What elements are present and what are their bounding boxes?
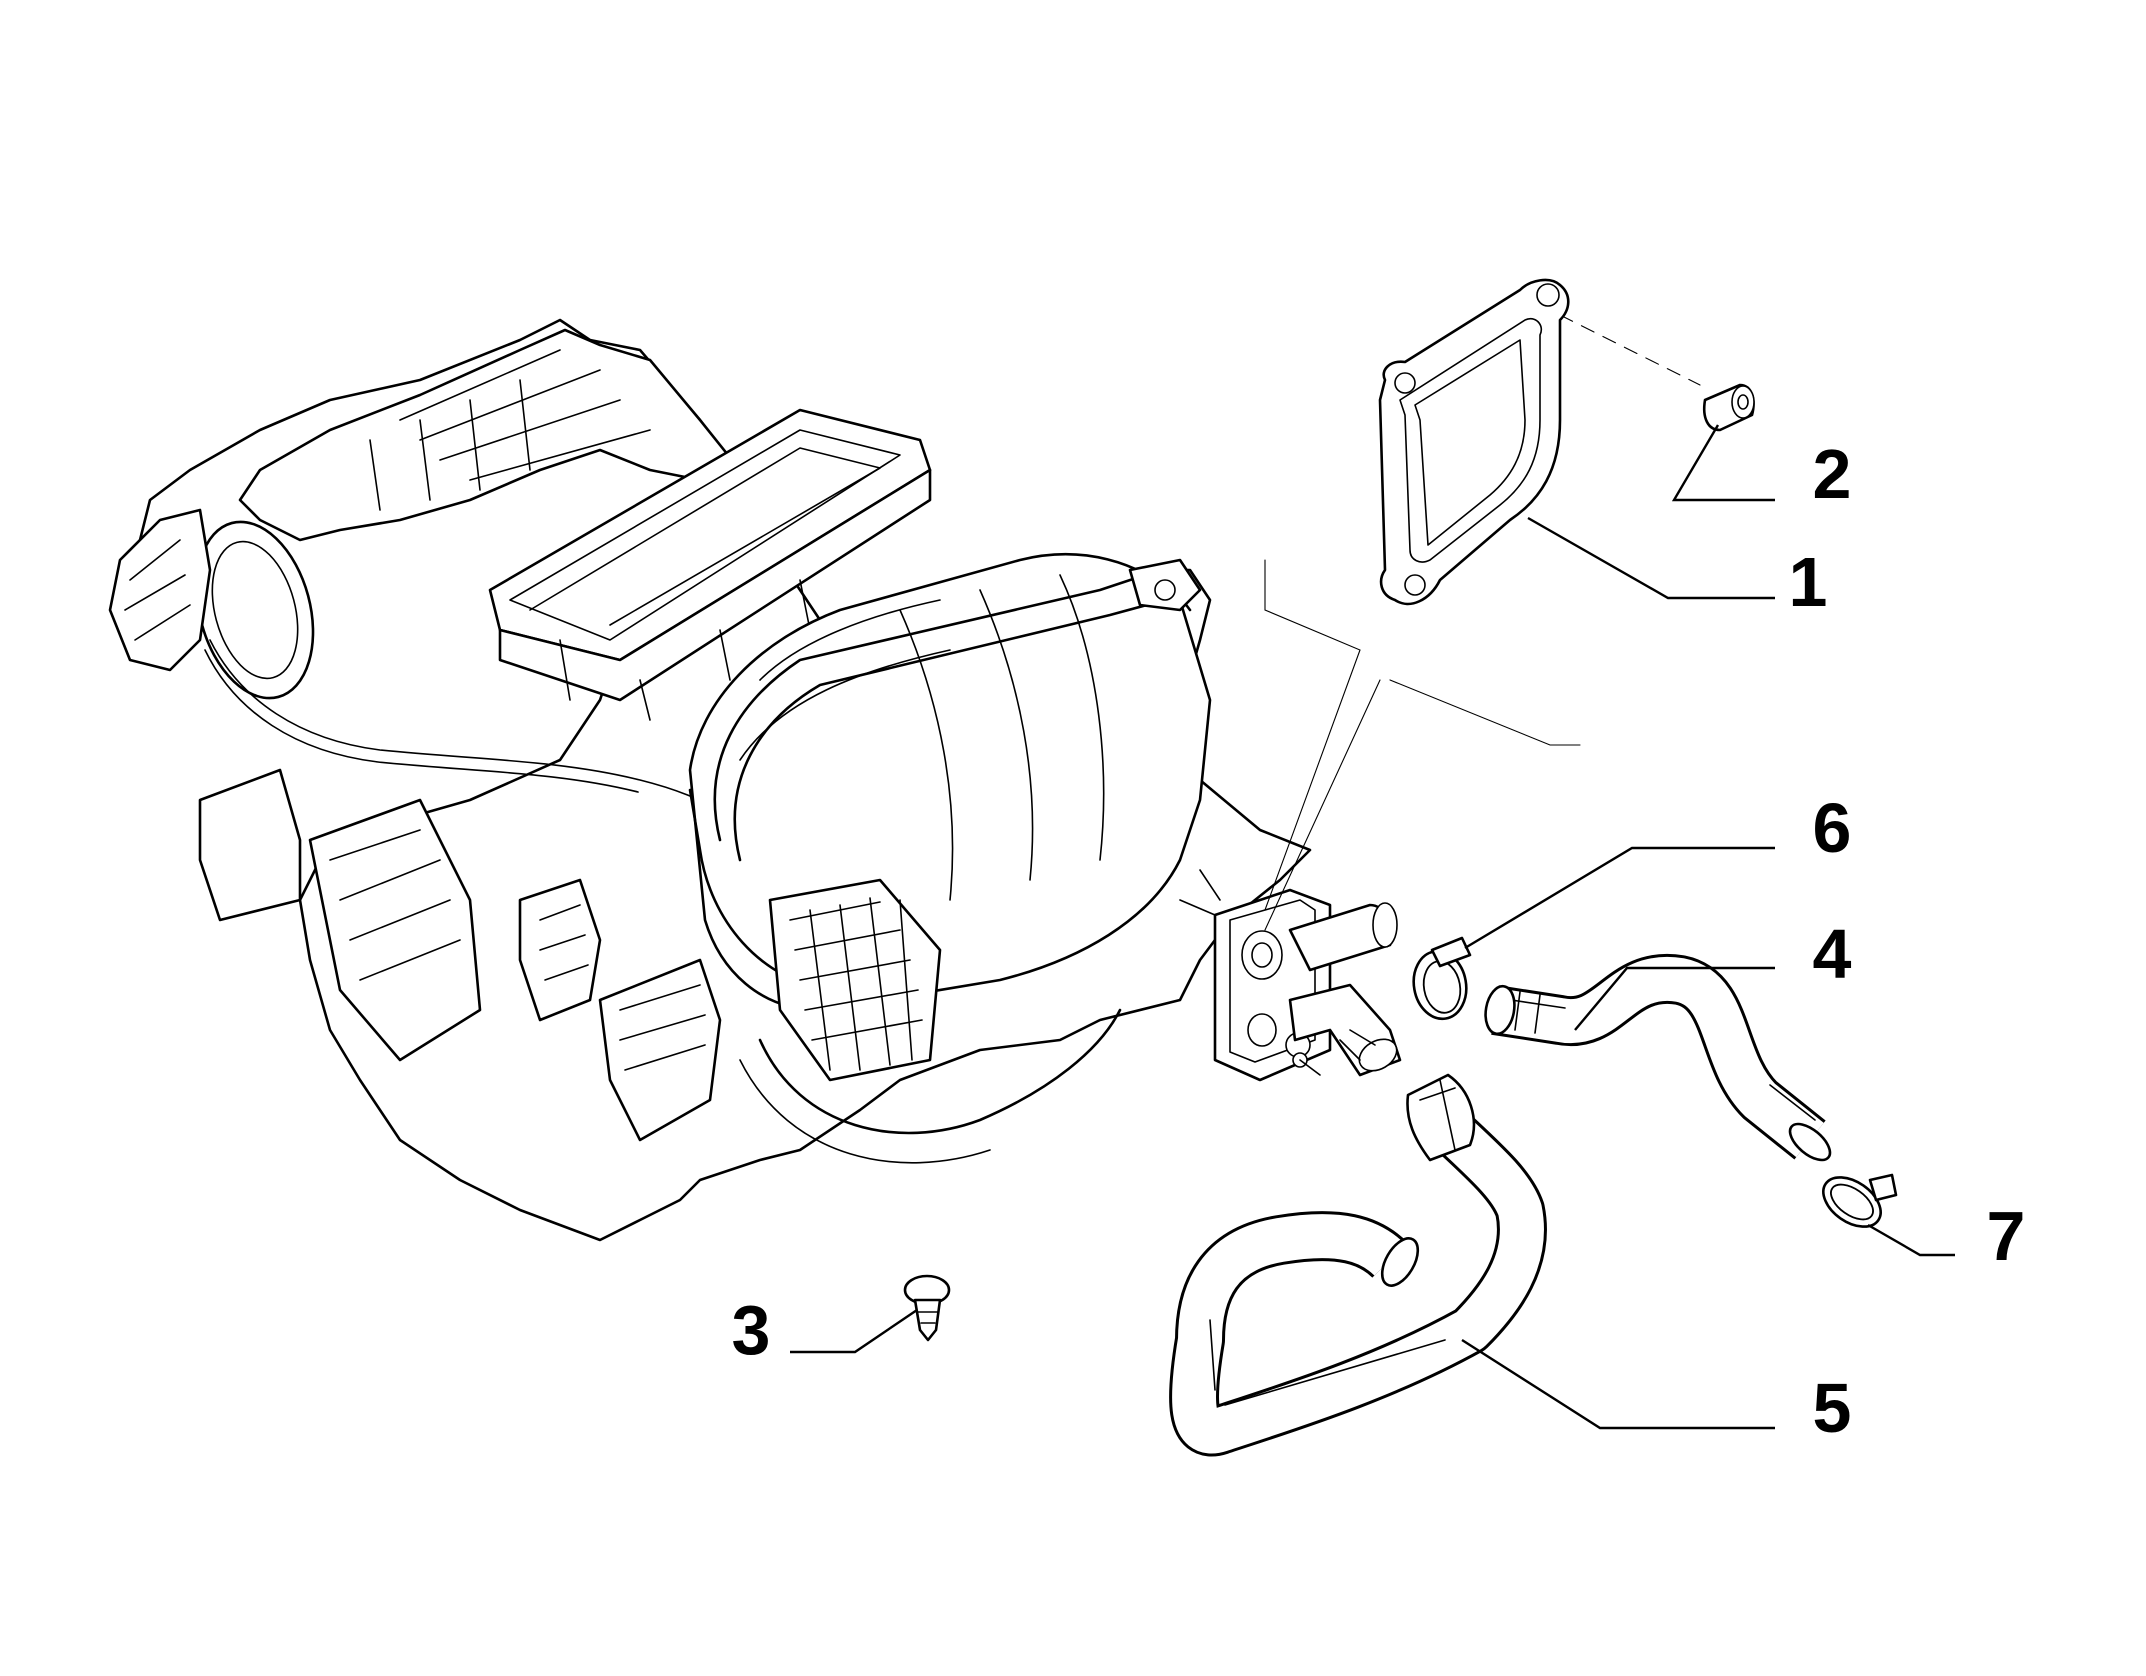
callout-1: 1 xyxy=(1789,543,1828,621)
part-7-clamp xyxy=(1822,1173,1898,1228)
part-1-gasket xyxy=(1378,278,1570,606)
leader-7 xyxy=(1867,1223,1955,1257)
callout-4: 4 xyxy=(1813,915,1852,993)
part-5-lower-hose xyxy=(1169,1073,1547,1457)
callout-2: 2 xyxy=(1813,435,1852,513)
leader-3 xyxy=(790,1309,918,1354)
leader-1 xyxy=(1527,516,1775,600)
part-3-push-clip xyxy=(903,1274,951,1342)
callout-3: 3 xyxy=(732,1291,771,1369)
leader-2 xyxy=(1671,424,1775,502)
callout-7: 7 xyxy=(1987,1197,2026,1275)
leader-6 xyxy=(1464,846,1775,950)
part-4-upper-hose xyxy=(1484,953,1832,1162)
part-6-clamp xyxy=(1412,936,1472,1021)
hvac-heater-assembly xyxy=(108,318,1402,1242)
callout-labels: 1 2 3 4 5 6 7 xyxy=(732,435,2026,1447)
callout-5: 5 xyxy=(1813,1369,1852,1447)
leader-5 xyxy=(1461,1338,1775,1430)
part-2-nut xyxy=(1702,383,1755,432)
callout-6: 6 xyxy=(1813,789,1852,867)
leader-4 xyxy=(1574,966,1775,1031)
leader-lines xyxy=(790,424,1955,1430)
reference-lines xyxy=(1264,314,1701,931)
